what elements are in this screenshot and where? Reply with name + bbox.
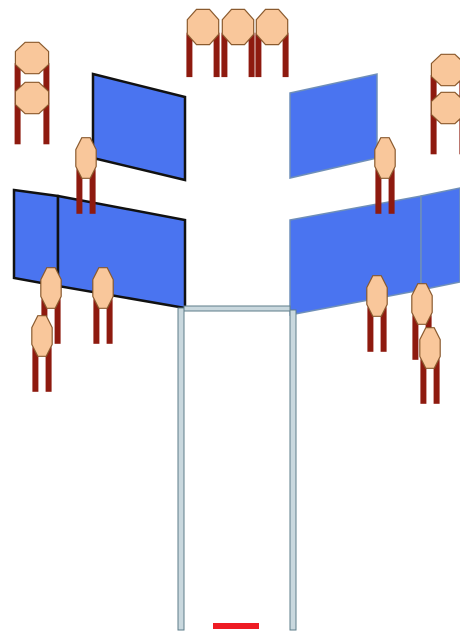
person-head: [15, 82, 48, 113]
person-head: [222, 9, 253, 44]
table-lower-right-side: [421, 188, 460, 290]
marker-icon: [213, 623, 259, 629]
person-icon: [93, 268, 113, 344]
person-icon: [255, 9, 288, 77]
person-head: [420, 328, 440, 369]
person-icon: [420, 328, 440, 404]
person-head: [367, 276, 387, 317]
people-group: [15, 9, 460, 403]
table-lower-right: [290, 196, 421, 315]
rail-right: [290, 310, 296, 630]
person-head: [41, 268, 61, 309]
person-head: [431, 92, 460, 123]
person-head: [76, 138, 96, 179]
rails-group: [178, 306, 296, 630]
table-upper-left: [93, 74, 185, 180]
person-head: [412, 284, 432, 325]
person-head: [187, 9, 218, 44]
person-head: [32, 316, 52, 357]
rail-crossbar: [184, 306, 290, 311]
person-icon: [221, 9, 254, 77]
person-head: [15, 42, 48, 73]
person-icon: [431, 92, 460, 154]
person-icon: [32, 316, 52, 392]
person-icon: [15, 82, 50, 144]
table-upper-right: [290, 74, 377, 178]
person-head: [431, 54, 460, 85]
person-head: [93, 268, 113, 309]
person-head: [375, 138, 395, 179]
person-icon: [186, 9, 219, 77]
rail-left: [178, 308, 184, 630]
person-icon: [367, 276, 387, 352]
person-head: [256, 9, 287, 44]
